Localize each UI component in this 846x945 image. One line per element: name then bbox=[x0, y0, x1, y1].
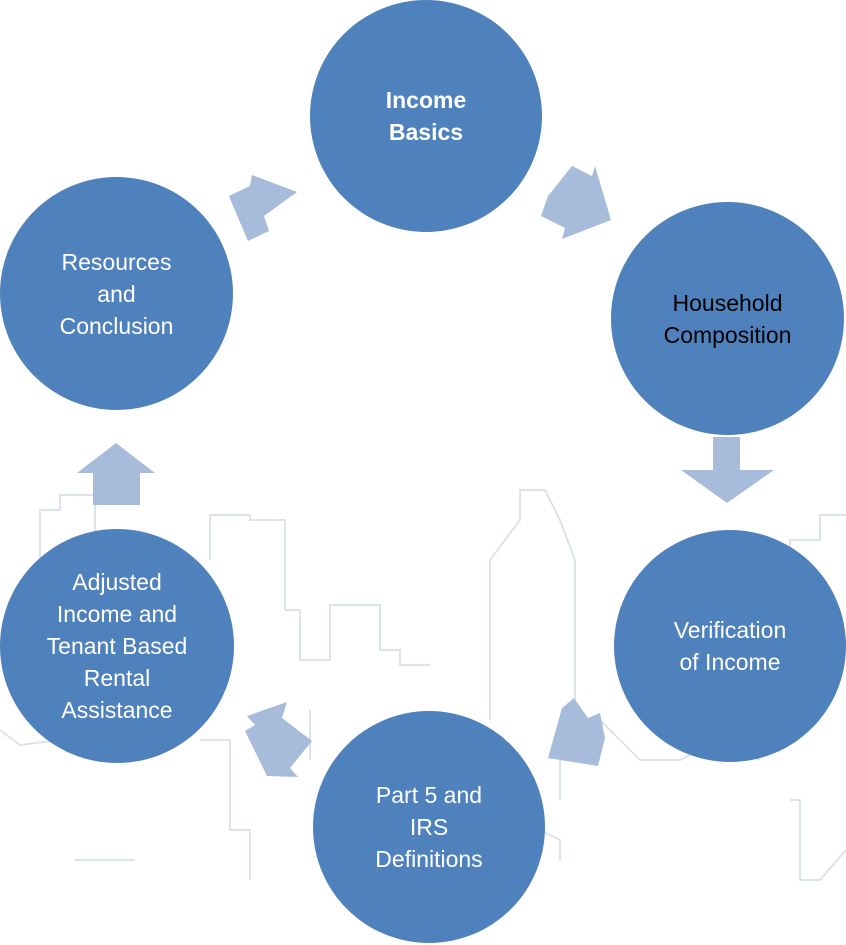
arrow-household-to-verification bbox=[681, 437, 774, 503]
node-label-line: and bbox=[97, 280, 136, 307]
arrow-part5-to-adjusted bbox=[245, 702, 312, 777]
node-label-line: Adjusted bbox=[72, 569, 162, 595]
node-label-line: Basics bbox=[388, 119, 464, 145]
arrow-adjusted-to-resources bbox=[77, 443, 155, 505]
node-label: Verification of Income bbox=[674, 614, 787, 678]
arrow-resources-to-income-basics bbox=[229, 175, 297, 241]
node-label-line: Conclusion bbox=[59, 312, 174, 339]
node-label-line: Composition bbox=[663, 321, 792, 348]
node-label-line: Assistance bbox=[61, 697, 173, 723]
node-label-line: Income and bbox=[56, 601, 178, 627]
arrow-verification-to-part5 bbox=[548, 698, 605, 766]
node-label-line: Income bbox=[385, 87, 467, 113]
node-label-line: Part 5 and bbox=[375, 782, 483, 808]
node-label-line: Tenant Based bbox=[46, 633, 188, 659]
node-verification-of-income: Verification of Income bbox=[614, 530, 846, 762]
node-label-line: Household bbox=[672, 289, 783, 316]
node-label-line: Definitions bbox=[375, 846, 483, 872]
node-label-line: of Income bbox=[679, 649, 781, 675]
node-label-line: IRS bbox=[409, 814, 449, 840]
node-label-line: Resources bbox=[61, 248, 172, 275]
arrow-income-basics-to-household bbox=[541, 166, 611, 239]
node-label-line: Rental bbox=[83, 665, 151, 691]
node-label-line: Verification bbox=[673, 617, 787, 643]
